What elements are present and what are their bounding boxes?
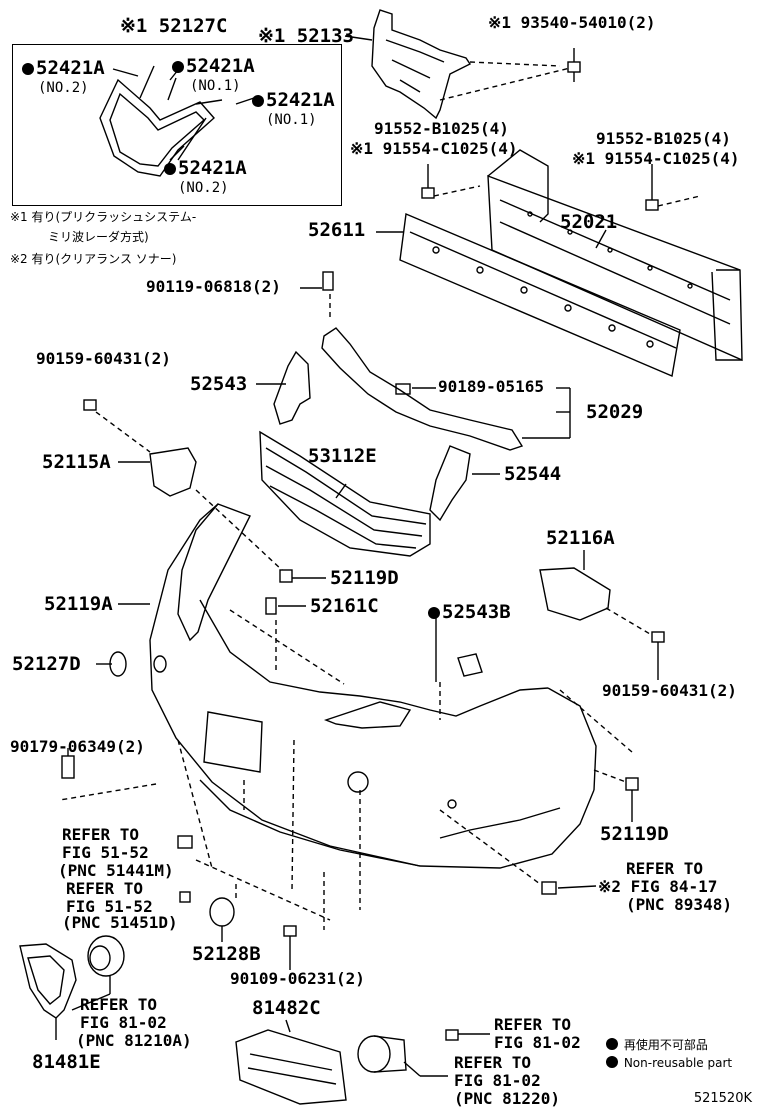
ref-81210A-line1[interactable]: REFER TO [80,995,158,1014]
label-52543[interactable]: 52543 [190,373,248,395]
inset-box [12,44,342,206]
ref-81210A-line2[interactable]: FIG 81-02 [80,1013,167,1032]
fog-cover-81481E-drawing [19,943,77,1019]
non-reusable-dot-icon [172,61,184,73]
label-52543B[interactable]: 52543B [428,602,511,623]
label-90159-bottom[interactable]: 90159-60431(2) [602,681,737,700]
label-52116A[interactable]: 52116A [546,527,615,549]
label-52421A-4-qty: (NO.2) [178,180,229,196]
ref-81210A-line3[interactable]: (PNC 81210A) [76,1031,192,1050]
label-81482C[interactable]: 81482C [252,997,321,1019]
ref-51451D-line1[interactable]: REFER TO [66,879,144,898]
label-91552-left[interactable]: 91552-B1025(4) [374,119,509,138]
ref-89348-line3[interactable]: (PNC 89348) [626,895,732,914]
label-52421A-3[interactable]: 52421A [252,90,335,111]
label-52127C[interactable]: ※1 52127C [120,15,228,37]
note-1-line1: ※1 有り(プリクラッシュシステム- [10,210,197,224]
bumper-cover-52119A-drawing [149,503,597,869]
label-52133[interactable]: ※1 52133 [258,25,354,47]
label-52161C[interactable]: 52161C [310,595,379,617]
legend-row-1: 再使用不可部品 [606,1036,708,1053]
non-reusable-dot-icon [606,1056,618,1068]
non-reusable-dot-icon [252,95,264,107]
label-52119A[interactable]: 52119A [44,593,113,615]
label-52021[interactable]: 52021 [560,211,618,233]
ref-81220-line3[interactable]: (PNC 81220) [454,1089,560,1108]
ref-51441M-line1[interactable]: REFER TO [62,825,140,844]
label-90179[interactable]: 90179-06349(2) [10,737,145,756]
bracket-52544-drawing [429,445,471,522]
non-reusable-dot-icon [22,63,34,75]
label-52544[interactable]: 52544 [504,463,562,485]
retainer-52029-drawing [321,327,524,451]
retainer-52116A-drawing [539,567,611,621]
ref-81220-line1[interactable]: REFER TO [454,1053,532,1072]
note-2: ※2 有り(クリアランス ソナー) [10,252,177,266]
label-91552-right[interactable]: 91552-B1025(4) [596,129,731,148]
absorber-52611-drawing [399,212,681,377]
label-91554-right[interactable]: ※1 91554-C1025(4) [572,149,740,168]
ref-81-02-line2[interactable]: FIG 81-02 [494,1033,581,1052]
label-52421A-1[interactable]: 52421A [22,58,105,79]
label-52421A-4[interactable]: 52421A [164,158,247,179]
reinforcement-52021-drawing [487,149,743,362]
ref-51451D-line3[interactable]: (PNC 51451D) [62,913,178,932]
ref-81-02-line1[interactable]: REFER TO [494,1015,572,1034]
label-52127D[interactable]: 52127D [12,653,81,675]
fog-cover-81482C-drawing [235,1029,347,1105]
retainer-52115A-drawing [149,447,197,497]
label-52421A-2[interactable]: 52421A [172,56,255,77]
ref-81220-line2[interactable]: FIG 81-02 [454,1071,541,1090]
label-52421A-2-qty: (NO.1) [190,78,241,94]
label-90159-top[interactable]: 90159-60431(2) [36,349,171,368]
ref-89348-line2[interactable]: ※2 FIG 84-17 [598,877,718,896]
label-52115A[interactable]: 52115A [42,451,111,473]
label-93540[interactable]: ※1 93540-54010(2) [488,13,656,32]
ref-51441M-line2[interactable]: FIG 51-52 [62,843,149,862]
label-52119D-top[interactable]: 52119D [330,567,399,589]
note-1-line2: ミリ波レーダ方式) [48,230,149,244]
ref-51451D-line2[interactable]: FIG 51-52 [66,897,153,916]
legend-row-2: Non-reusable part [606,1056,732,1070]
non-reusable-dot-icon [606,1038,618,1050]
ref-89348-line1[interactable]: REFER TO [626,859,704,878]
ref-51441M-line3[interactable]: (PNC 51441M) [58,861,174,880]
figure-code: 521520K [693,1091,752,1106]
label-52421A-1-qty: (NO.2) [38,80,89,96]
label-90119[interactable]: 90119-06818(2) [146,277,281,296]
non-reusable-dot-icon [164,163,176,175]
label-52421A-3-qty: (NO.1) [266,112,317,128]
label-52029[interactable]: 52029 [586,401,644,423]
bracket-52133-drawing [344,9,472,120]
grille-surround-drawing [99,65,223,177]
bracket-52543-drawing [273,350,311,425]
label-52611[interactable]: 52611 [308,219,366,241]
label-91554-left[interactable]: ※1 91554-C1025(4) [350,139,518,158]
label-52119D-bottom[interactable]: 52119D [600,823,669,845]
label-81481E[interactable]: 81481E [32,1051,101,1073]
label-90109[interactable]: 90109-06231(2) [230,969,365,988]
label-53112E[interactable]: 53112E [308,445,377,467]
label-90189[interactable]: 90189-05165 [438,377,544,396]
label-52128B[interactable]: 52128B [192,943,261,965]
non-reusable-dot-icon [428,607,440,619]
